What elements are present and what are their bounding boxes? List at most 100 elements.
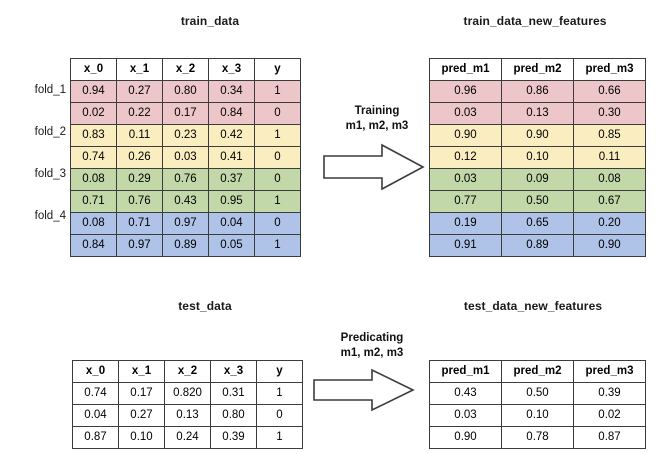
column-header-x_3: x_3 — [208, 58, 255, 81]
column-header-pred_m3: pred_m3 — [573, 58, 646, 81]
table-cell: 0.29 — [116, 168, 163, 191]
table-cell: 0.23 — [162, 124, 209, 147]
table-cell: 0.26 — [116, 146, 163, 169]
column-header-pred_m3: pred_m3 — [573, 360, 646, 383]
table-cell: 0.10 — [501, 404, 574, 427]
table-cell: 0.87 — [573, 426, 646, 449]
table-cell: 0.90 — [501, 124, 574, 147]
table-cell: 0.24 — [164, 426, 211, 449]
table-cell: 0 — [254, 146, 301, 169]
table-cell: 0.17 — [118, 382, 165, 405]
column-header-x_1: x_1 — [116, 58, 163, 81]
table-cell: 0.89 — [162, 234, 209, 257]
table-cell: 0.83 — [70, 124, 117, 147]
table-cell: 0.94 — [70, 80, 117, 103]
table-cell: 0.78 — [501, 426, 574, 449]
column-header-x_0: x_0 — [72, 360, 119, 383]
test-data-new-features-title: test_data_new_features — [463, 299, 603, 313]
table-cell: 0.97 — [162, 212, 209, 235]
table-cell: 0.39 — [573, 382, 646, 405]
table-cell: 0.74 — [70, 146, 117, 169]
table-cell: 0.89 — [501, 234, 574, 257]
table-cell: 1 — [254, 190, 301, 213]
table-cell: 0.91 — [429, 234, 502, 257]
column-header-x_0: x_0 — [70, 58, 117, 81]
column-header-pred_m2: pred_m2 — [501, 360, 574, 383]
table-cell: 0.50 — [501, 382, 574, 405]
column-header-y: y — [254, 58, 301, 81]
table-cell: 0.09 — [501, 168, 574, 191]
table-cell: 0.03 — [429, 168, 502, 191]
table-cell: 0 — [256, 404, 303, 427]
predicting-arrow-group: Predicating m1, m2, m3 — [312, 331, 432, 413]
table-cell: 0 — [254, 102, 301, 125]
table-cell: 0.02 — [70, 102, 117, 125]
table-cell: 0.95 — [208, 190, 255, 213]
table-cell: 0.20 — [573, 212, 646, 235]
table-cell: 0.34 — [208, 80, 255, 103]
table-cell: 0.08 — [573, 168, 646, 191]
table-cell: 0.11 — [116, 124, 163, 147]
train-data-new-features-title: train_data_new_features — [463, 14, 607, 28]
training-arrow-caption-line2: m1, m2, m3 — [345, 120, 409, 132]
table-cell: 0.87 — [72, 426, 119, 449]
table-cell: 0.66 — [573, 80, 646, 103]
table-cell: 0.90 — [429, 124, 502, 147]
table-cell: 0.05 — [208, 234, 255, 257]
table-cell: 0.90 — [573, 234, 646, 257]
table-cell: 0.86 — [501, 80, 574, 103]
table-cell: 0.31 — [210, 382, 257, 405]
table-cell: 0.08 — [70, 168, 117, 191]
column-header-pred_m1: pred_m1 — [429, 360, 502, 383]
column-header-x_3: x_3 — [210, 360, 257, 383]
table-cell: 1 — [256, 382, 303, 405]
table-cell: 0.67 — [573, 190, 646, 213]
table-cell: 0.84 — [208, 102, 255, 125]
table-cell: 0.03 — [429, 102, 502, 125]
table-cell: 0.80 — [162, 80, 209, 103]
table-cell: 0.43 — [429, 382, 502, 405]
table-cell: 0.77 — [429, 190, 502, 213]
fold-label-3: fold_3 — [34, 168, 66, 180]
table-cell: 0.22 — [116, 102, 163, 125]
table-cell: 0.39 — [210, 426, 257, 449]
table-cell: 0.42 — [208, 124, 255, 147]
predicting-arrow-caption-line2: m1, m2, m3 — [340, 347, 404, 359]
table-cell: 0.04 — [208, 212, 255, 235]
table-cell: 0.08 — [70, 212, 117, 235]
table-cell: 0.85 — [573, 124, 646, 147]
table-cell: 0.71 — [70, 190, 117, 213]
table-cell: 0.76 — [162, 168, 209, 191]
table-cell: 0.96 — [429, 80, 502, 103]
table-cell: 0.97 — [116, 234, 163, 257]
table-cell: 0.50 — [501, 190, 574, 213]
table-cell: 0.04 — [72, 404, 119, 427]
column-header-x_2: x_2 — [162, 58, 209, 81]
table-cell: 0.84 — [70, 234, 117, 257]
table-cell: 0.13 — [164, 404, 211, 427]
